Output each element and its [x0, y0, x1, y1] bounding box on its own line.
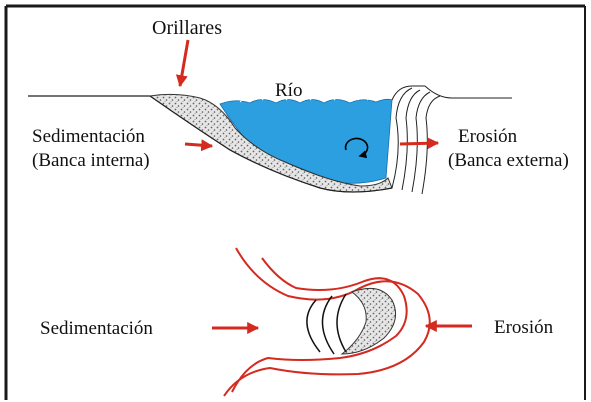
erosion-label-top: Erosión: [458, 126, 518, 147]
banca-externa-label: (Banca externa): [448, 150, 569, 171]
banca-interna-label: (Banca interna): [32, 150, 150, 171]
frame-border: [6, 6, 585, 400]
plan-view: Sedimentación Erosión: [40, 248, 554, 396]
erosion-arrow-top: [400, 143, 438, 144]
cross-section: Orillares Río Sedimentación (Banca inter…: [28, 17, 569, 194]
rio-label: Río: [275, 80, 302, 101]
sedimentacion-arrow: [185, 144, 212, 146]
sedimentacion-label-top: Sedimentación: [32, 126, 145, 147]
orillares-label: Orillares: [152, 17, 222, 39]
erosion-label-plan: Erosión: [494, 317, 554, 338]
point-bar-deposit: [342, 288, 396, 354]
sedimentacion-label-plan: Sedimentación: [40, 318, 153, 339]
orillares-arrow: [180, 40, 188, 86]
channel-outer-edge: [224, 248, 430, 396]
accretion-arcs: [307, 294, 346, 354]
